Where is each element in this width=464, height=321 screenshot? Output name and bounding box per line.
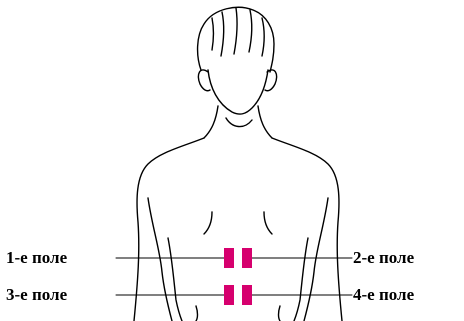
field-label-4: 4-е поле: [353, 285, 414, 305]
field-label-1: 1-е поле: [6, 248, 67, 268]
neck-outline: [204, 106, 272, 138]
torso-outline: [134, 138, 342, 321]
electrode-pad-3: [224, 285, 234, 305]
electrode-pad-2: [242, 248, 252, 268]
electrode-pad-4: [242, 285, 252, 305]
head-outline: [198, 7, 277, 114]
field-label-2: 2-е поле: [353, 248, 414, 268]
electrode-pad-1: [224, 248, 234, 268]
field-label-3: 3-е поле: [6, 285, 67, 305]
